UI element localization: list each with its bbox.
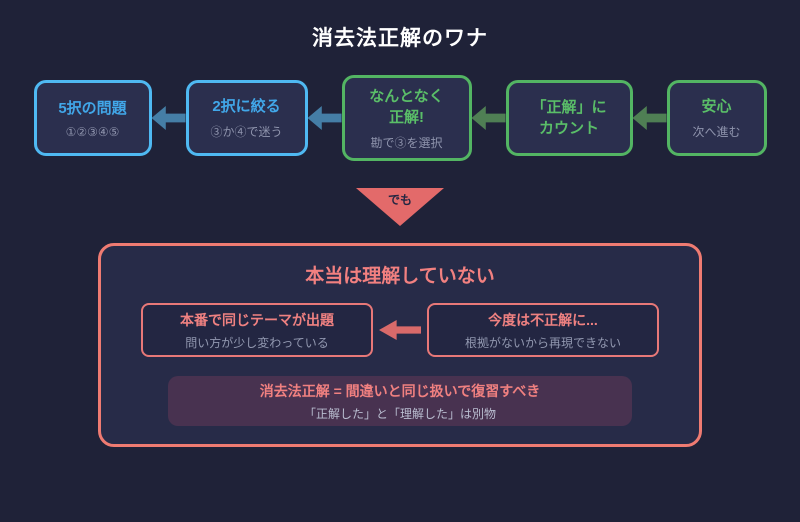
trap-panel: 本当は理解していない 本番で同じテーマが出題 問い方が少し変わっている 今度は不… [98, 243, 702, 447]
flow-box-seikai-count: 「正解」に カウント [505, 80, 633, 156]
note-subtitle: 「正解した」と「理解した」は別物 [303, 406, 496, 421]
flow-box-title: 安心 [701, 98, 732, 115]
left-arrow-icon [471, 106, 506, 130]
left-arrow-icon [632, 106, 667, 130]
flow-box-nantonaku-seikai: なんとなく 正解! 勘で③を選択 [341, 75, 472, 161]
connector-label: でも [387, 193, 412, 207]
card-title: 今度は不正解に... [488, 311, 598, 328]
flow-box-2taku: 2択に絞る ③か④で迷う [185, 80, 308, 156]
review-note: 消去法正解 = 間違いと同じ扱いで復習すべき 「正解した」と「理解した」は別物 [168, 376, 632, 426]
infographic: 消去法正解のワナ 5択の問題 ①②③④⑤ 2択に絞る ③か④で迷う なんとなく … [0, 22, 800, 447]
flow-box-title: 5択の問題 [58, 99, 127, 117]
flow-box-subtitle: 勘で③を選択 [370, 135, 443, 150]
card-subtitle: 問い方が少し変わっている [185, 335, 329, 350]
flow-box-anshin: 安心 次へ進む [666, 80, 767, 156]
flow-box-title: 2択に絞る [212, 98, 281, 115]
page-title: 消去法正解のワナ [312, 27, 488, 50]
card-same-theme: 本番で同じテーマが出題 問い方が少し変わっている [141, 303, 373, 357]
flow-box-5taku: 5択の問題 ①②③④⑤ [33, 80, 152, 156]
flow-box-subtitle: ③か④で迷う [210, 125, 283, 139]
card-subtitle: 根拠がないから再現できない [464, 335, 621, 350]
flow-box-title: なんとなく 正解! [369, 87, 444, 126]
flow-row: 5択の問題 ①②③④⑤ 2択に絞る ③か④で迷う なんとなく 正解! 勘で③を選… [0, 74, 800, 162]
flow-box-subtitle: ①②③④⑤ [65, 124, 120, 139]
left-arrow-icon [379, 320, 421, 340]
card-title: 本番で同じテーマが出題 [180, 311, 334, 328]
left-arrow-icon [151, 106, 186, 130]
flow-box-title: 「正解」に カウント [531, 99, 607, 137]
panel-cards-row: 本番で同じテーマが出題 問い方が少し変わっている 今度は不正解に... 根拠がな… [101, 303, 699, 357]
panel-title: 本当は理解していない [305, 266, 495, 287]
card-incorrect: 今度は不正解に... 根拠がないから再現できない [427, 303, 659, 357]
left-arrow-icon [307, 106, 342, 130]
down-arrow-connector: でも [0, 188, 800, 226]
down-arrow-icon: でも [356, 188, 444, 226]
note-title: 消去法正解 = 間違いと同じ扱いで復習すべき [259, 382, 541, 399]
flow-box-subtitle: 次へ進む [692, 125, 741, 139]
